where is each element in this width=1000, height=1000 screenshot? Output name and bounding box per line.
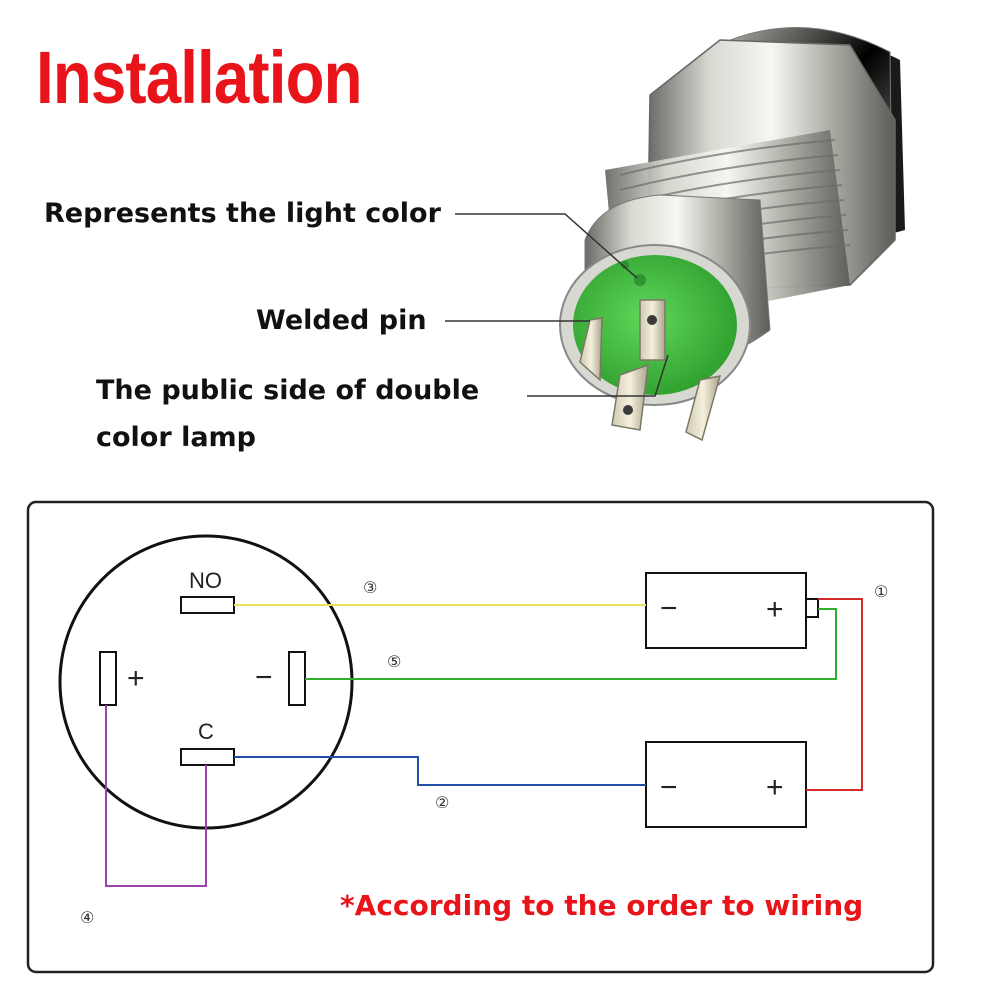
terminal-minus — [288, 651, 306, 706]
wire-label-1: ① — [874, 582, 888, 601]
page-title: Installation — [36, 36, 362, 119]
wire-4 — [105, 705, 207, 887]
diagram-frame — [26, 500, 935, 974]
terminal-no — [180, 596, 235, 614]
wire-2 — [234, 756, 646, 786]
lamp-top-minus: − — [660, 592, 678, 625]
pin-label-c: C — [198, 719, 214, 744]
pin-label-minus: − — [255, 661, 273, 694]
wire-label-3: ③ — [363, 578, 377, 597]
pin-label-plus: + — [127, 662, 145, 695]
lamp-bottom-plus: + — [766, 771, 784, 804]
wire-label-5: ⑤ — [387, 652, 401, 671]
switch-body — [559, 27, 905, 406]
leader-lines — [445, 213, 669, 397]
lamp-top-plus: + — [766, 593, 784, 626]
wire-1 — [806, 598, 863, 791]
lamp-bottom-minus: − — [660, 771, 678, 804]
lamp-top-terminal — [805, 598, 819, 618]
wire-label-4: ④ — [80, 908, 94, 927]
pin-label-no: NO — [189, 568, 222, 593]
wiring-note: *According to the order to wiring — [340, 889, 864, 922]
callout-light-color: Represents the light color — [44, 198, 441, 229]
lamp-box-top — [645, 572, 807, 649]
callout-public-side-line1: The public side of double — [96, 375, 480, 406]
lamp-box-bottom — [645, 741, 807, 828]
callout-public-side-line2: color lamp — [96, 422, 257, 453]
wire-label-2: ② — [435, 793, 449, 812]
switch-photo — [445, 27, 905, 442]
terminal-c — [180, 748, 235, 766]
switch-pins — [579, 299, 722, 442]
wire-5 — [305, 608, 837, 680]
terminal-plus — [99, 651, 117, 706]
callout-welded-pin: Welded pin — [256, 305, 427, 336]
